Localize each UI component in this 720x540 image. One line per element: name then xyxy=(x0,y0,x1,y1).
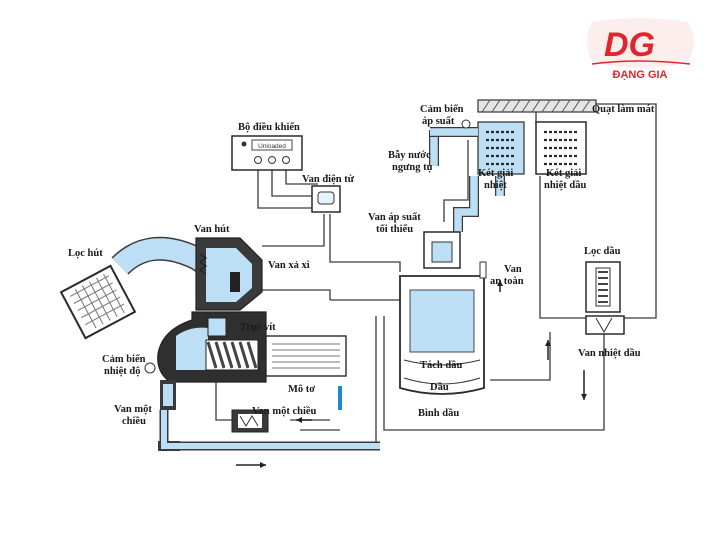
brand-logo-letters: DG xyxy=(604,26,655,64)
label-motor: Mô tơ xyxy=(288,384,315,395)
motor xyxy=(265,335,347,377)
oil-level-tube xyxy=(338,386,342,410)
compressor-airend xyxy=(144,311,267,383)
check-valve-left xyxy=(158,380,380,451)
label-oil-cooler-1: Két giải xyxy=(546,168,581,179)
air-pipe-top xyxy=(429,119,505,232)
label-oil-filter: Lọc dầu xyxy=(584,246,621,257)
label-intake-filter: Lọc hút xyxy=(68,248,103,259)
label-min-pressure-valve-1: Van áp suất xyxy=(368,212,421,223)
controller: Unloaded xyxy=(231,135,303,171)
label-screw-shaft: Trục vít xyxy=(240,322,276,333)
label-min-pressure-valve-2: tối thiểu xyxy=(376,224,413,235)
intake-filter xyxy=(59,264,137,340)
oil-filter xyxy=(585,261,621,313)
intake-pipe xyxy=(111,236,219,279)
controller-display: Unloaded xyxy=(258,143,286,150)
label-oil: Dầu xyxy=(430,382,449,393)
label-check-valve-a-2: chiều xyxy=(122,416,146,427)
oil-thermostatic-valve xyxy=(585,315,625,335)
cooling-fan xyxy=(477,99,597,113)
separator-tank xyxy=(399,231,487,395)
label-check-valve-a-1: Van một xyxy=(114,404,152,415)
label-air-cooler-1: Két giải xyxy=(478,168,513,179)
label-condensate-trap-1: Bẫy nước xyxy=(388,150,431,161)
label-oil-tank: Bình dầu xyxy=(418,408,459,419)
intake-valve xyxy=(195,237,263,311)
brand-name: ĐẠNG GIA xyxy=(613,69,668,81)
label-cooling-fan: Quạt làm mát xyxy=(592,104,655,115)
label-solenoid-valve: Van điện từ xyxy=(302,174,355,185)
label-air-cooler-2: nhiệt xyxy=(484,180,507,191)
label-oil-cooler-2: nhiệt dầu xyxy=(544,180,586,191)
labels: Bộ điều khiển Cảm biến áp suất Quạt làm … xyxy=(68,104,655,427)
air-cooler xyxy=(477,121,525,175)
solenoid-valve xyxy=(311,185,341,213)
label-condensate-trap-2: ngưng tụ xyxy=(392,162,433,173)
label-pressure-sensor-2: áp suất xyxy=(422,116,455,127)
label-controller: Bộ điều khiển xyxy=(238,122,300,133)
label-pressure-sensor-1: Cảm biến xyxy=(420,104,464,115)
label-blowdown-valve: Van xả xì xyxy=(268,260,310,271)
label-safety-valve-1: Van xyxy=(504,264,522,275)
label-intake-valve: Van hút xyxy=(194,224,230,235)
flow-arrows xyxy=(236,280,587,468)
label-check-valve-b: Van một chiều xyxy=(252,406,317,417)
label-temp-sensor-1: Cảm biến xyxy=(102,354,146,365)
check-valve-bottom xyxy=(231,409,269,433)
oil-cooler xyxy=(535,121,587,175)
label-temp-sensor-2: nhiệt độ xyxy=(104,366,140,377)
label-oil-separator: Tách dầu xyxy=(420,360,462,371)
label-oil-thermal-valve: Van nhiệt dầu xyxy=(578,348,641,359)
label-safety-valve-2: an toàn xyxy=(490,276,524,287)
brand-logo: DG ĐẠNG GIA xyxy=(587,18,694,81)
